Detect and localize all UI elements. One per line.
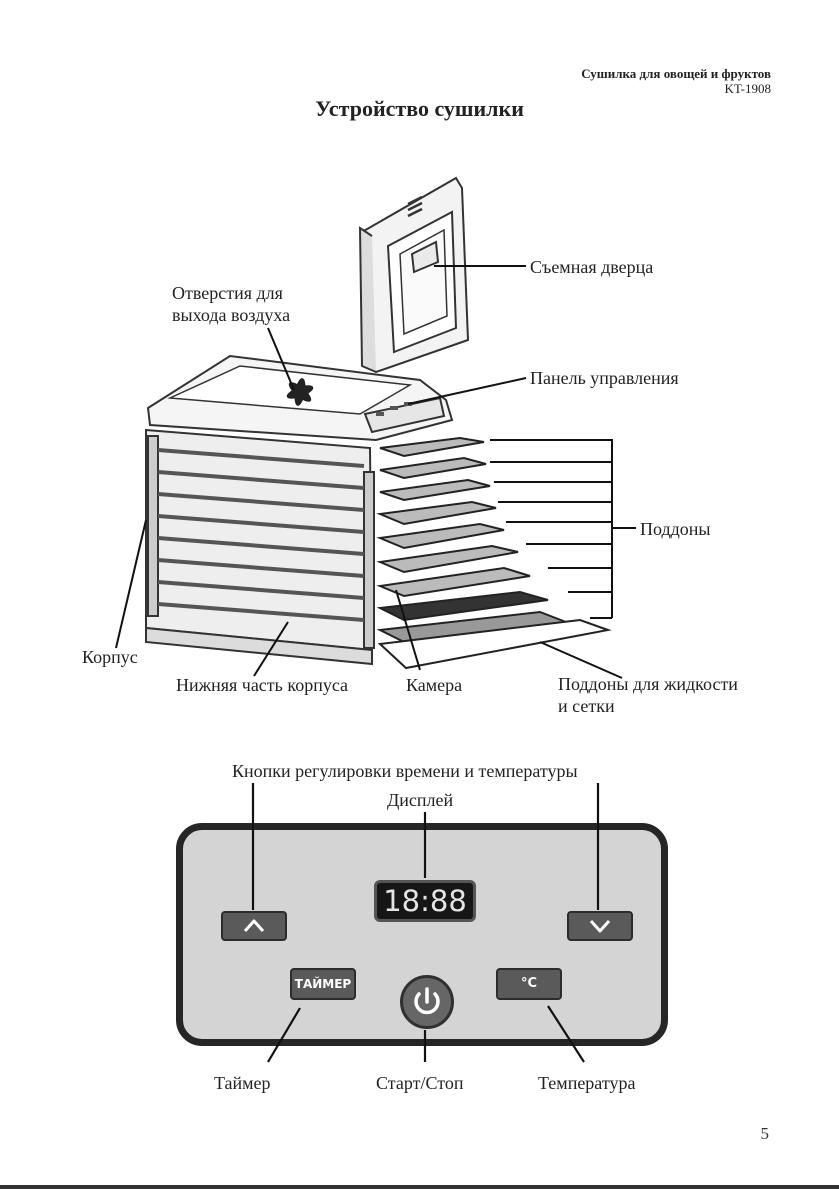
display: 18:88 [374, 880, 476, 922]
chevron-down-icon [569, 913, 631, 939]
power-icon [403, 978, 451, 1026]
time-temp-up-button[interactable] [221, 911, 287, 941]
start-stop-button[interactable] [400, 975, 454, 1029]
page-number: 5 [761, 1124, 770, 1144]
label-start-stop: Старт/Стоп [376, 1072, 464, 1094]
label-timer: Таймер [214, 1072, 271, 1094]
label-temperature: Температура [538, 1072, 635, 1094]
time-temp-down-button[interactable] [567, 911, 633, 941]
footer-rule [0, 1185, 839, 1189]
timer-button[interactable]: ТАЙМЕР [290, 968, 356, 1000]
chevron-up-icon [223, 913, 285, 939]
temperature-button[interactable]: °C [496, 968, 562, 1000]
